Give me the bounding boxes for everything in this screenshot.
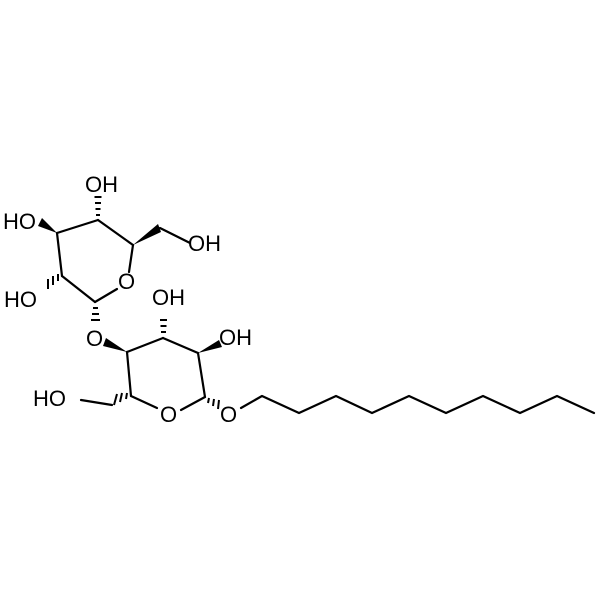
- upper-sugar-ring: [38, 196, 192, 321]
- hash-bond-c4u-oh: [94, 196, 102, 216]
- bond-c4u-c5u: [96, 218, 135, 247]
- bond-c5u-ringO: [127, 243, 135, 274]
- lower-sugar-ring: [79, 319, 222, 412]
- bond-c3u-c4u: [55, 218, 100, 235]
- bond-ch2-oh-upper: [158, 226, 192, 245]
- label-oh-top: OH: [85, 172, 118, 197]
- bond-ch2-oh-lower: [79, 398, 114, 407]
- label-ho-left-upper: HO: [3, 209, 36, 234]
- bond-c1u-c2u: [60, 274, 97, 304]
- bond-c3l-c2l: [161, 336, 200, 355]
- hash-bond-c1l-etherO: [207, 397, 220, 410]
- bond-ringO-c1u: [93, 287, 119, 304]
- label-o-ether: O: [220, 402, 237, 427]
- wedge-bond-c3u-ho: [38, 218, 57, 233]
- hash-bond-c1u-glyO: [91, 307, 100, 321]
- atom-labels: OH HO OH O HO OH OH O HO O O: [3, 172, 252, 427]
- label-ring-o-lower: O: [160, 402, 177, 427]
- bond-c5l-c4l: [125, 350, 133, 398]
- bond-ringO-c5l: [129, 394, 159, 410]
- hash-bond-c2u-ho: [47, 274, 59, 289]
- label-o-glycosidic: O: [86, 326, 103, 351]
- label-oh-ch2-upper: OH: [188, 231, 221, 256]
- hash-bond-c3l-oh: [160, 319, 167, 333]
- hash-bond-c5l-ch2: [113, 392, 128, 406]
- label-oh-mid: OH: [152, 285, 185, 310]
- bond-c4l-c3l: [125, 336, 165, 354]
- wedge-bond-glyO-c4l: [103, 338, 127, 352]
- label-ho-left-mid: HO: [4, 287, 37, 312]
- wedge-bond-c5u-ch2: [133, 224, 161, 245]
- label-ho-left-lower: HO: [33, 386, 66, 411]
- bond-c2l-c1l: [196, 351, 207, 399]
- bond-c2u-c3u: [55, 231, 64, 278]
- label-ring-o-upper: O: [118, 269, 135, 294]
- label-oh-right-mid: OH: [219, 325, 252, 350]
- wedge-bond-c2l-oh: [198, 340, 222, 353]
- bond-c1l-ringO: [179, 395, 207, 412]
- alkyl-chain: [239, 394, 596, 415]
